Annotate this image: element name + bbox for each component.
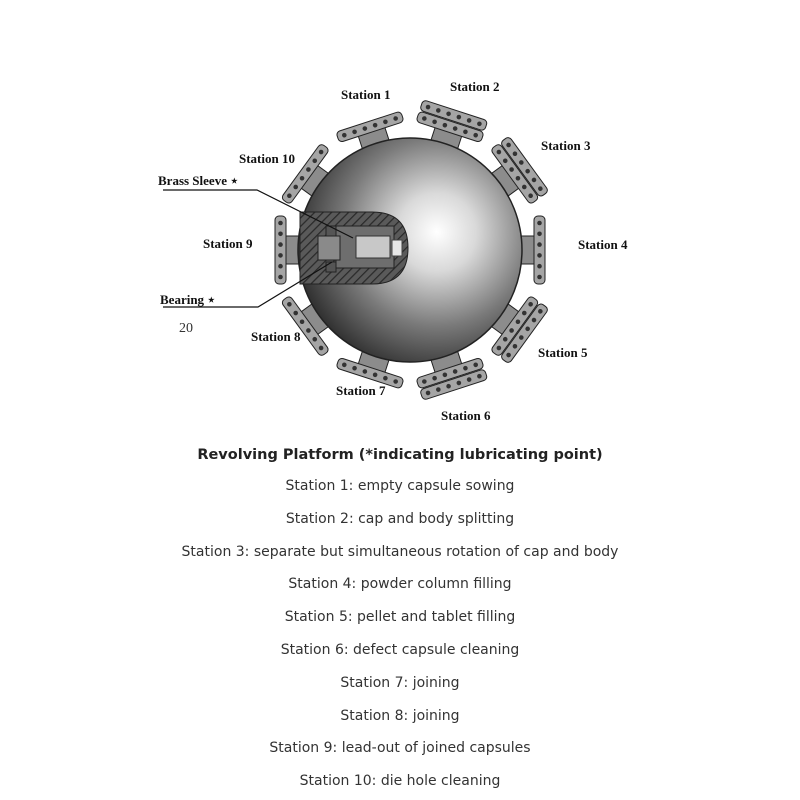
caption-line: Station 1: empty capsule sowing (285, 478, 515, 494)
caption: Revolving Platform (*indicating lubricat… (0, 440, 800, 798)
station-label: Station 8 (251, 329, 301, 344)
bearing-label: Bearing ⋆ (160, 292, 215, 307)
caption-line: Station 3: separate but simultaneous rot… (181, 543, 619, 560)
caption-line: Station 8: joining (340, 707, 460, 724)
caption-line: Station 2: cap and body splitting (285, 510, 515, 527)
caption-line: Station 5: pellet and tablet filling (284, 609, 516, 626)
station-label: Station 10 (239, 151, 295, 166)
station-holder (481, 137, 548, 204)
caption-line: Station 6: defect capsule cleaning (280, 641, 520, 658)
part-number: 20 (179, 321, 193, 336)
station-label: Station 5 (538, 345, 588, 360)
station-labels: Station 1 Station 2 Station 3 Station 4 … (203, 79, 628, 423)
bearing (317, 235, 341, 261)
station-label: Station 9 (203, 236, 253, 251)
caption-line: Station 10: die hole cleaning (299, 773, 501, 790)
cutaway-section (299, 211, 409, 285)
station-label: Station 3 (541, 138, 591, 153)
caption-line: Station 4: powder column filling (288, 576, 512, 593)
caption-line: Station 7: joining (340, 674, 460, 691)
station-label: Station 1 (341, 87, 390, 102)
station-label: Station 4 (578, 237, 628, 252)
callout-leaders (163, 189, 354, 308)
station-label: Station 6 (441, 408, 491, 423)
turret-sphere (297, 137, 523, 363)
brass-sleeve-label: Brass Sleeve ⋆ (158, 173, 238, 188)
caption-line: Station 9: lead-out of joined capsules (269, 740, 531, 757)
station-label: Station 2 (450, 79, 499, 94)
caption-title: Revolving Platform (*indicating lubricat… (197, 447, 603, 463)
station-holders (274, 100, 548, 400)
station-label: Station 7 (336, 383, 386, 398)
revolving-platform-diagram: Station 1 Station 2 Station 3 Station 4 … (158, 79, 628, 423)
